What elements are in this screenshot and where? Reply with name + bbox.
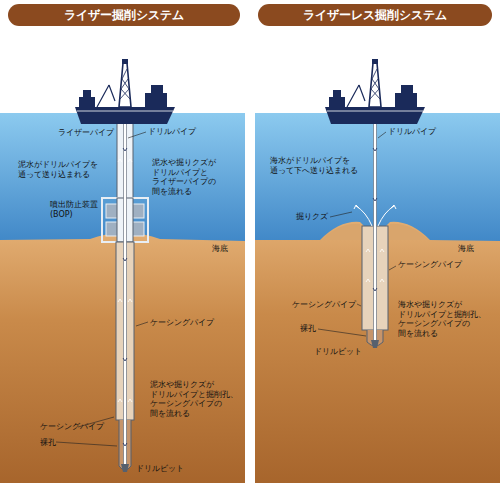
callout-label: 海水や掘りクズが ドリルパイプと掘削孔、 ケーシングパイプの 間を流れる — [398, 300, 486, 338]
callout-label: 泥水がドリルパイプを 通って送り込まれる — [18, 160, 98, 179]
callout-label: ドリルビット — [136, 464, 184, 474]
callout-label: 泥水や掘りクズが ドリルパイプと ライザーパイプの 間を流れる — [152, 158, 216, 196]
callout-label: ケーシングパイプ — [150, 318, 214, 328]
callout-label: 海水がドリルパイプを 通って下へ送り込まれる — [270, 156, 358, 175]
banner-title: ライザー掘削システム — [64, 7, 184, 24]
title-banner: ライザー掘削システム — [8, 4, 240, 26]
banner-title: ライザーレス掘削システム — [303, 7, 447, 24]
callout-label: ドリルパイプ — [388, 127, 436, 137]
callout-label: ケーシングパイプ — [292, 300, 356, 310]
callout-label: 海底 — [212, 244, 228, 254]
callout-label: 海底 — [458, 244, 474, 254]
callout-label: ケーシングパイプ — [40, 422, 104, 432]
callout-label: 掘りクズ — [296, 212, 328, 222]
callout-label: ドリルパイプ — [148, 127, 196, 137]
callout-label: 噴出防止装置 (BOP) — [50, 200, 98, 219]
callout-label: ケーシングパイプ — [398, 260, 462, 270]
callout-label: 裸孔 — [300, 324, 316, 334]
title-banner: ライザーレス掘削システム — [258, 4, 492, 26]
callout-label: ライザーパイプ — [58, 128, 114, 138]
callout-label: ドリルビット — [314, 347, 362, 357]
callout-label: 泥水や掘りクズが ドリルパイプと掘削孔、 ケーシングパイプの 間を流れる — [150, 380, 238, 418]
callout-label: 裸孔 — [40, 438, 56, 448]
